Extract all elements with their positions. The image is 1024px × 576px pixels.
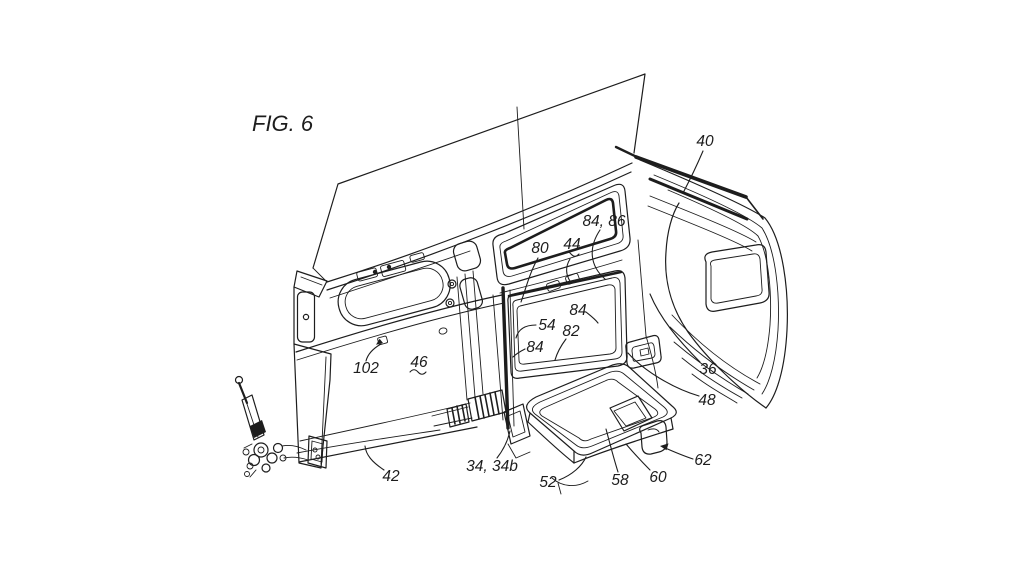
sill-tracks [431,389,507,428]
lead-lines [364,150,704,481]
ref-label-42: 42 [382,468,400,485]
ref-label-82: 82 [562,323,580,340]
gas-strut [234,375,309,478]
ref-label-60: 60 [649,469,667,486]
ref-label-36: 36 [699,361,717,378]
belt-rail [614,145,764,221]
glass-sheet [312,73,646,282]
upper-window-frame [492,183,631,294]
ref-label-48: 48 [698,392,716,409]
body-side-structure [293,162,633,469]
ref-label-80: 80 [531,240,549,257]
figure-labels: FIG. 6 40 84, 86 80 44 84 54 82 84 36 46… [252,111,717,491]
ref-label-46: 46 [410,354,428,371]
ref-label-52: 52 [539,474,557,491]
figure-title: FIG. 6 [252,111,314,136]
ref-label-58: 58 [611,472,629,489]
panel-fasteners [377,240,504,421]
ref-label-40: 40 [696,133,714,150]
ref-label-44: 44 [563,236,581,253]
ref-label-34-34b: 34, 34b [466,458,518,475]
outer-quarter-panel [639,159,788,409]
ref-label-84-upper: 84 [569,302,587,319]
fold-down-platform [503,363,677,495]
ref-label-54: 54 [538,317,556,334]
latch-striker [625,239,662,389]
ref-label-84-86: 84, 86 [582,213,625,230]
ref-label-84-lower: 84 [526,339,544,356]
ref-label-102: 102 [353,360,379,377]
ref-label-62: 62 [694,452,712,469]
oval-window-opening [337,252,451,327]
